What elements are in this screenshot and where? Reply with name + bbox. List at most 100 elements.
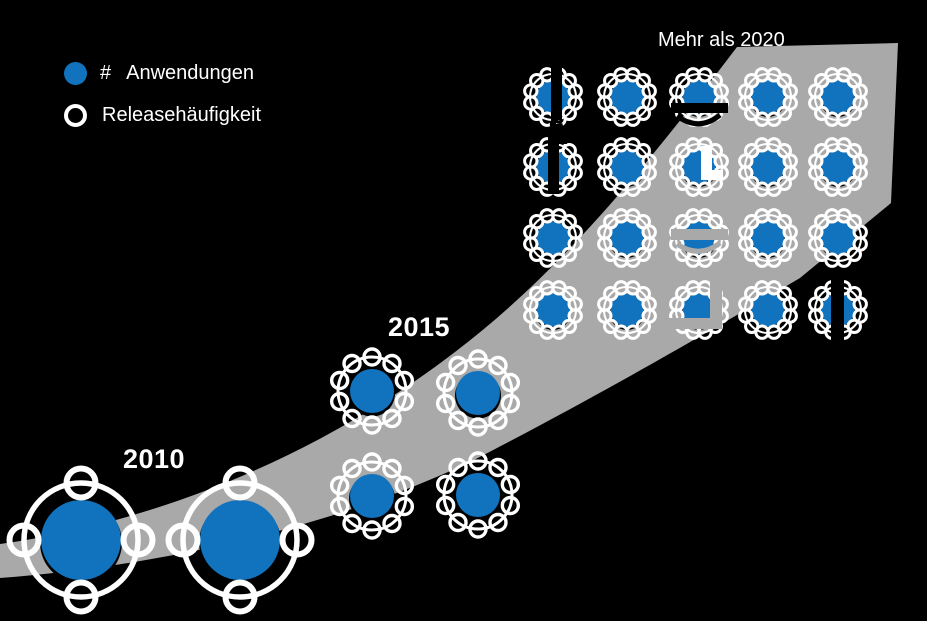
application-circle	[200, 500, 280, 580]
legend-row-applications: # Anwendungen	[64, 60, 261, 86]
release-dot	[766, 67, 782, 83]
release-dot	[362, 520, 382, 540]
release-dot	[342, 513, 362, 534]
app-cluster-2015	[435, 451, 521, 539]
orbit-ring	[336, 355, 408, 427]
application-circle	[41, 500, 121, 580]
app-cluster-2020	[808, 208, 868, 268]
release-dot	[382, 458, 402, 479]
app-cluster-2015	[329, 452, 415, 540]
text-artifact	[548, 137, 559, 194]
orbit-ring	[442, 357, 514, 429]
release-dot	[382, 353, 402, 374]
application-circle	[536, 221, 570, 255]
release-dot	[6, 522, 42, 558]
release-dot	[394, 475, 415, 496]
orbit-ring	[336, 460, 408, 532]
release-dot	[488, 457, 508, 478]
text-artifact	[710, 277, 722, 329]
release-dot	[625, 208, 641, 224]
release-dot	[468, 349, 488, 369]
application-circle	[821, 80, 855, 114]
release-dot	[500, 474, 521, 495]
orbit-ring	[180, 480, 300, 600]
release-dot	[697, 208, 713, 224]
release-dot	[551, 208, 567, 224]
application-circle	[610, 293, 644, 327]
app-cluster-2015	[329, 347, 415, 435]
application-circle	[456, 473, 500, 517]
release-dot	[836, 137, 852, 153]
release-dot	[500, 372, 521, 393]
release-dot	[500, 495, 521, 516]
release-dot	[836, 67, 852, 83]
app-cluster-2020	[597, 67, 657, 127]
text-artifact	[671, 229, 728, 240]
release-dot	[394, 496, 415, 517]
app-cluster-2020	[597, 208, 657, 268]
text-artifact	[551, 66, 562, 120]
release-dot	[488, 512, 508, 533]
release-dot	[625, 67, 641, 83]
release-dot	[448, 410, 468, 431]
release-dot	[766, 137, 782, 153]
era-label-2020: Mehr als 2020	[658, 29, 785, 51]
release-dot	[362, 452, 382, 472]
text-artifact	[671, 103, 728, 113]
release-legend-label: Releasehäufigkeit	[102, 103, 261, 126]
application-circle	[350, 474, 394, 518]
applications-count-symbol: #	[100, 61, 112, 84]
release-dot	[222, 465, 258, 501]
release-dot	[448, 457, 468, 478]
application-circle	[536, 293, 570, 327]
app-cluster-2010	[6, 465, 156, 615]
release-dot	[625, 137, 641, 153]
application-circle	[821, 150, 855, 184]
application-circle	[456, 371, 500, 415]
release-dot	[468, 451, 488, 471]
release-dot	[766, 208, 782, 224]
release-dot	[329, 391, 350, 412]
release-dot	[766, 280, 782, 296]
legend-row-release: Releasehäufigkeit	[64, 102, 261, 128]
applications-legend-dot-icon	[64, 61, 87, 85]
release-dot	[488, 410, 508, 431]
app-cluster-2020	[808, 137, 868, 197]
release-dot	[435, 495, 456, 516]
text-artifact	[557, 137, 567, 144]
app-cluster-2020	[597, 137, 657, 197]
release-dot	[279, 522, 315, 558]
application-circle	[610, 80, 644, 114]
release-dot	[362, 347, 382, 367]
app-cluster-2020	[738, 208, 798, 268]
release-dot	[342, 353, 362, 374]
app-cluster-2020	[738, 137, 798, 197]
release-dot	[435, 393, 456, 414]
release-dot	[435, 372, 456, 393]
release-dot	[120, 522, 156, 558]
release-dot	[836, 208, 852, 224]
release-legend-ring-icon	[64, 103, 87, 127]
release-dot	[362, 415, 382, 435]
release-dot	[488, 355, 508, 376]
orbit-ring	[442, 459, 514, 531]
release-dot	[342, 408, 362, 429]
release-dot	[222, 579, 258, 615]
application-circle	[350, 369, 394, 413]
app-cluster-2020	[523, 280, 583, 340]
application-circle	[821, 221, 855, 255]
release-dot	[165, 522, 201, 558]
release-dot	[468, 519, 488, 539]
text-artifact	[658, 318, 722, 329]
release-dot	[500, 393, 521, 414]
application-circle	[751, 150, 785, 184]
application-circle	[610, 221, 644, 255]
release-dot	[382, 408, 402, 429]
orbit-ring	[21, 480, 141, 600]
text-artifact	[701, 170, 723, 180]
release-dot	[697, 67, 713, 83]
text-artifact	[701, 146, 712, 180]
release-dot	[448, 355, 468, 376]
text-artifact	[549, 116, 564, 130]
